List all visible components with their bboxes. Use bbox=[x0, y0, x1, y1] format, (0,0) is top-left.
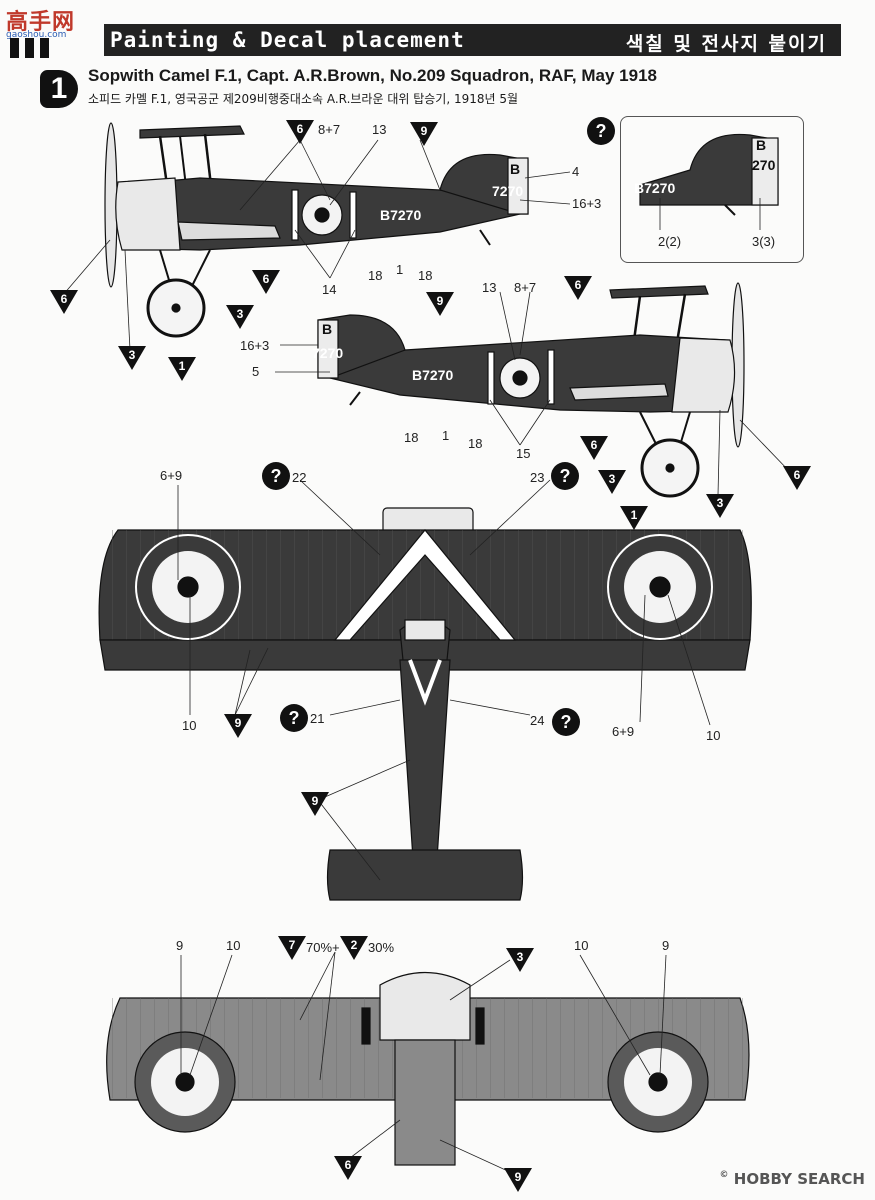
side-bottom-label: 1 bbox=[442, 428, 450, 443]
top-view-label: 6+9 bbox=[612, 724, 635, 739]
side-top-label: 18 bbox=[418, 268, 433, 283]
title-korean: 색칠 및 전사지 붙이기 bbox=[625, 33, 827, 55]
top-view-label: 23 bbox=[530, 470, 545, 485]
top-view-label: 22 bbox=[292, 470, 307, 485]
title-english: Painting & Decal placement bbox=[110, 28, 465, 52]
color-marker: 6 bbox=[564, 276, 592, 300]
inset-label-right: 3(3) bbox=[752, 234, 776, 249]
inset-serial: B7270 bbox=[634, 180, 675, 196]
bottom-view-label: 70%+ bbox=[306, 940, 340, 955]
side-top-label: 14 bbox=[322, 282, 337, 297]
side-bottom-label: 13 bbox=[482, 280, 497, 295]
color-marker: 9 bbox=[224, 714, 252, 738]
top-view-label: 6+9 bbox=[160, 468, 183, 483]
top-view-label: 10 bbox=[706, 728, 721, 743]
side-bottom-label: 5 bbox=[252, 364, 260, 379]
site-logo[interactable]: 高手网 bbox=[6, 10, 76, 35]
side-bottom-label: 16+3 bbox=[240, 338, 270, 353]
side-top-letter: B bbox=[510, 161, 520, 177]
color-marker: 6 bbox=[580, 436, 608, 460]
inset-label-left: 2(2) bbox=[658, 234, 682, 249]
color-marker: 7 bbox=[278, 936, 306, 960]
section-number-badge: 1 bbox=[40, 70, 78, 108]
color-marker: 3 bbox=[706, 494, 734, 518]
color-marker: 9 bbox=[410, 122, 438, 146]
bottom-view-label: 30% bbox=[368, 940, 395, 955]
side-top-serial: B7270 bbox=[380, 207, 421, 223]
color-marker: 6 bbox=[286, 120, 314, 144]
side-top-label: 16+3 bbox=[572, 196, 602, 211]
bottom-view-label: 9 bbox=[662, 938, 670, 953]
side-bottom-label: 18 bbox=[404, 430, 419, 445]
question-marker: ? bbox=[262, 462, 290, 490]
bottom-view-label: 10 bbox=[226, 938, 241, 953]
color-marker: 6 bbox=[783, 466, 811, 490]
color-marker: 3 bbox=[598, 470, 626, 494]
title-banner: Painting & Decal placement 색칠 및 전사지 붙이기 bbox=[104, 24, 841, 56]
color-marker: 2 bbox=[340, 936, 368, 960]
question-marker: ? bbox=[551, 462, 579, 490]
side-bottom-label: 8+7 bbox=[514, 280, 537, 295]
color-marker: 3 bbox=[506, 948, 534, 972]
side-bottom-letter: B bbox=[322, 321, 332, 337]
color-marker: 1 bbox=[620, 506, 648, 530]
side-bottom-serial: B7270 bbox=[412, 367, 453, 383]
top-view bbox=[98, 507, 752, 901]
leader-lines bbox=[62, 139, 791, 1173]
question-marker: ? bbox=[587, 117, 615, 145]
color-marker: 6 bbox=[50, 290, 78, 314]
color-marker: 1 bbox=[168, 357, 196, 381]
page-header: 高手网 gaoshou.com Painting & Decal placeme… bbox=[0, 0, 875, 62]
subtitle-english: Sopwith Camel F.1, Capt. A.R.Brown, No.2… bbox=[88, 66, 657, 85]
side-top-label: 13 bbox=[372, 122, 387, 137]
side-top-label: 18 bbox=[368, 268, 383, 283]
color-marker: 3 bbox=[118, 346, 146, 370]
side-bottom-label: 18 bbox=[468, 436, 483, 451]
color-marker: 9 bbox=[301, 792, 329, 816]
inset-code: 270 bbox=[752, 157, 776, 173]
inset-letter: B bbox=[756, 137, 766, 153]
subtitle-korean: 소피드 카멜 F.1, 영국공군 제209비행중대소속 A.R.브라운 대위 탑… bbox=[88, 92, 519, 106]
color-marker: 6 bbox=[334, 1156, 362, 1180]
color-marker: 9 bbox=[426, 292, 454, 316]
inset-drawing bbox=[639, 133, 779, 216]
color-marker: 9 bbox=[504, 1168, 532, 1192]
top-view-label: 24 bbox=[530, 713, 545, 728]
side-view-bottom bbox=[317, 282, 745, 498]
top-view-label: 10 bbox=[182, 718, 197, 733]
question-marker: ? bbox=[280, 704, 308, 732]
side-top-label: 8+7 bbox=[318, 122, 341, 137]
hobby-search-watermark: © HOBBY SEARCH bbox=[719, 1170, 865, 1188]
color-marker: 3 bbox=[226, 305, 254, 329]
side-top-code: 7270 bbox=[492, 183, 523, 199]
side-bottom-code: 7270 bbox=[312, 345, 343, 361]
side-bottom-label: 15 bbox=[516, 446, 531, 461]
side-view-top bbox=[104, 122, 529, 338]
question-marker: ? bbox=[552, 708, 580, 736]
bottom-view bbox=[106, 971, 750, 1166]
top-view-label: 21 bbox=[310, 711, 325, 726]
side-top-label: 1 bbox=[396, 262, 404, 277]
stripe-mark bbox=[10, 38, 55, 63]
color-marker: 6 bbox=[252, 270, 280, 294]
bottom-view-label: 9 bbox=[176, 938, 184, 953]
inset-detail-box bbox=[620, 116, 804, 263]
side-top-label: 4 bbox=[572, 164, 580, 179]
bottom-view-label: 10 bbox=[574, 938, 589, 953]
site-logo-url[interactable]: gaoshou.com bbox=[6, 30, 67, 40]
